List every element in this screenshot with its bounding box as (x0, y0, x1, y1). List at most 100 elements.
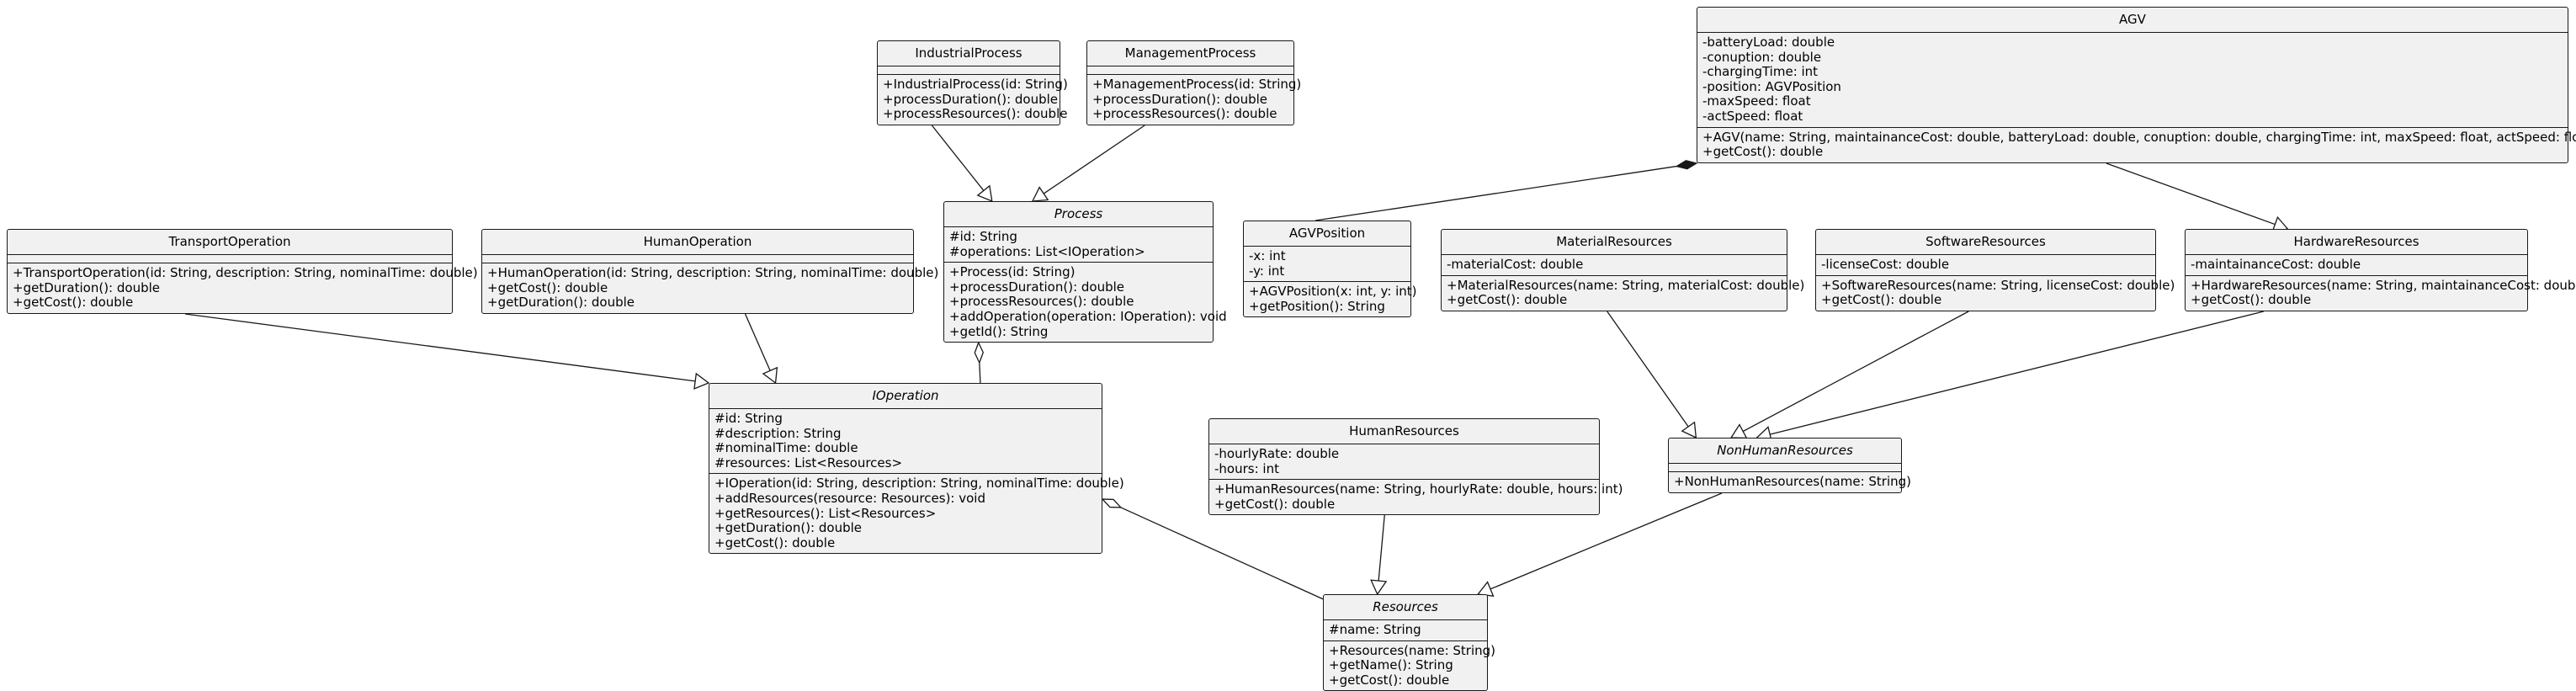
methods-section: +ManagementProcess(id: String)+processDu… (1087, 75, 1301, 125)
relation-software-resources-to-non-human-resources-line (1742, 311, 1969, 433)
method: +getId(): String (949, 323, 1049, 339)
method: +getCost(): double (1821, 292, 1942, 308)
methods-section: +IOperation(id: String, description: Str… (709, 474, 1124, 553)
methods-section: +IndustrialProcess(id: String)+processDu… (878, 75, 1068, 125)
method: +getCost(): double (1214, 496, 1336, 512)
attributes-section: -x: int-y: int (1244, 247, 1410, 283)
attributes-section: #name: String (1324, 620, 1487, 641)
methods-section: +Process(id: String)+processDuration(): … (944, 263, 1227, 342)
relation-human-resources-to-resources-line (1378, 514, 1385, 582)
attribute: #id: String (714, 411, 783, 426)
attributes-section (1087, 66, 1293, 75)
methods-section: +SoftwareResources(name: String, license… (1816, 276, 2175, 311)
method: +HardwareResources(name: String, maintai… (2191, 277, 2576, 293)
methods-section: +AGV(name: String, maintainanceCost: dou… (1697, 128, 2576, 162)
class-name: HumanOperation (482, 230, 913, 255)
relation-agvposition-to-agv-line (1315, 165, 1677, 221)
class-transport-operation[interactable]: TransportOperation+TransportOperation(id… (7, 229, 478, 314)
method: +getCost(): double (714, 534, 836, 550)
class-non-human-resources[interactable]: NonHumanResources+NonHumanResources(name… (1668, 438, 1912, 493)
method: +getCost(): double (2191, 292, 2312, 308)
method: +processResources(): double (883, 106, 1068, 122)
method: +getPosition(): String (1249, 298, 1385, 314)
attribute: -conuption: double (1702, 49, 1822, 65)
aggregation-diamond (974, 341, 984, 364)
attribute: -y: int (1249, 263, 1285, 279)
relation-hardware-resources-to-non-human-resources-line (1770, 311, 2264, 435)
class-name: Resources (1324, 595, 1487, 620)
attributes-section: -materialCost: double (1442, 255, 1787, 276)
attribute: -licenseCost: double (1821, 257, 1950, 272)
attributes-section: #id: String#description: String#nominalT… (709, 409, 1102, 475)
method: +addResources(resource: Resources): void (714, 490, 985, 506)
relation-non-human-resources-to-resources-line (1490, 492, 1723, 590)
class-name: AGV (1697, 8, 2568, 33)
class-ioperation[interactable]: IOperation#id: String#description: Strin… (709, 383, 1124, 555)
method: +addOperation(operation: IOperation): vo… (949, 308, 1227, 324)
method: +processResources(): double (949, 294, 1134, 310)
class-name: SoftwareResources (1816, 230, 2155, 255)
methods-section: +AGVPosition(x: int, y: int)+getPosition… (1244, 282, 1417, 316)
attribute: #description: String (714, 425, 842, 441)
attribute: #id: String (949, 229, 1017, 244)
inheritance-arrowhead (1729, 423, 1748, 439)
methods-section: +HardwareResources(name: String, maintai… (2186, 276, 2576, 311)
method: +getResources(): List<Resources> (714, 505, 937, 521)
class-name: IndustrialProcess (878, 41, 1060, 66)
class-management-process[interactable]: ManagementProcess +ManagementProcess(id: … (1086, 40, 1301, 125)
class-name: Process (944, 202, 1213, 227)
method: +getName(): String (1329, 657, 1453, 673)
methods-section: +HumanOperation(id: String, description:… (482, 263, 939, 313)
methods-section: +MaterialResources(name: String, materia… (1442, 276, 1804, 311)
inheritance-arrowhead (762, 366, 778, 385)
method: +HumanResources(name: String, hourlyRate… (1214, 481, 1623, 497)
attributes-section (878, 66, 1060, 75)
attributes-section (1669, 464, 1901, 472)
class-name: IOperation (709, 384, 1102, 409)
method: +processDuration(): double (883, 91, 1059, 107)
attributes-section (8, 255, 452, 263)
relation-human-operation-to-ioperation-line (744, 313, 771, 371)
inheritance-arrowhead (1370, 579, 1388, 596)
attribute: -position: AGVPosition (1702, 78, 1841, 94)
class-name: HumanResources (1209, 419, 1599, 444)
method: +SoftwareResources(name: String, license… (1821, 277, 2175, 293)
method: +processResources(): double (1092, 106, 1277, 122)
class-name: MaterialResources (1442, 230, 1787, 255)
method: +getCost(): double (487, 279, 608, 295)
attribute: -actSpeed: float (1702, 108, 1803, 124)
class-human-resources[interactable]: HumanResources -hourlyRate: double-hours:… (1208, 418, 1623, 516)
attribute: -hours: int (1214, 460, 1279, 476)
method: +NonHumanResources(name: String) (1674, 474, 1912, 489)
attribute: -hourlyRate: double (1214, 446, 1340, 461)
class-process[interactable]: Process#id: String#operations: List<IOpe… (943, 201, 1227, 343)
class-agv-position[interactable]: AGVPosition-x: int-y: int+AGVPosition(x:… (1243, 221, 1417, 318)
class-name: ManagementProcess (1087, 41, 1293, 66)
class-name: HardwareResources (2186, 230, 2527, 255)
class-software-resources[interactable]: SoftwareResources -licenseCost: double +So… (1815, 229, 2175, 311)
method: +processDuration(): double (1092, 91, 1268, 107)
attribute: -maintainanceCost: double (2191, 257, 2361, 272)
attributes-section: -batteryLoad: double-conuption: double-c… (1697, 33, 2568, 128)
method: +Process(id: String) (949, 264, 1076, 280)
attribute: #nominalTime: double (714, 440, 858, 456)
inheritance-arrowhead (693, 372, 710, 390)
relation-transport-operation-to-ioperation-line (184, 313, 696, 382)
method: +processDuration(): double (949, 279, 1125, 295)
class-agv[interactable]: AGV-batteryLoad: double-conuption: doubl… (1697, 7, 2576, 163)
attribute: #name: String (1329, 622, 1421, 637)
method: +HumanOperation(id: String, description:… (487, 265, 939, 280)
relation-agv-to-hardware-resources-line (2106, 162, 2276, 226)
class-hardware-resources[interactable]: HardwareResources -maintainanceCost: doub… (2185, 229, 2576, 311)
class-industrial-process[interactable]: IndustrialProcess +IndustrialProcess(id: … (877, 40, 1068, 125)
relation-industrial-process-to-process-line (931, 125, 985, 191)
class-material-resources[interactable]: MaterialResources -materialCost: double +M… (1441, 229, 1804, 311)
composition-diamond (1675, 160, 1698, 170)
inheritance-arrowhead (1031, 186, 1049, 202)
methods-section: +Resources(name: String)+getName(): Stri… (1324, 641, 1495, 691)
class-resources[interactable]: Resources #name: String +Resources(name: S… (1323, 594, 1495, 691)
attribute: -x: int (1249, 248, 1286, 263)
method: +getCost(): double (1702, 144, 1824, 160)
class-human-operation[interactable]: HumanOperation +HumanOperation(id: String… (481, 229, 939, 314)
attribute: -materialCost: double (1447, 257, 1584, 272)
